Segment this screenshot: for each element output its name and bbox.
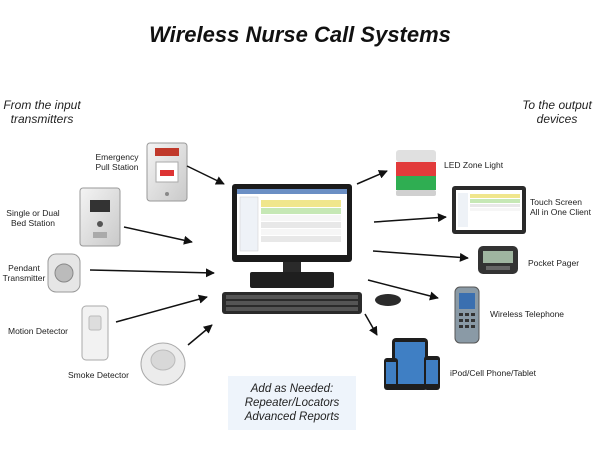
arrow-pager — [372, 250, 469, 262]
pager-icon — [478, 246, 518, 274]
pull-station-icon — [146, 142, 188, 202]
arrow-smoke-detector — [187, 324, 213, 346]
input-arrows — [89, 165, 225, 346]
add-as-needed-note: Add as Needed: Repeater/Locators Advance… — [228, 376, 356, 430]
label-emergency-pull-station: Emergency Pull Station — [95, 152, 139, 172]
tablet-phone-icon — [384, 338, 440, 390]
input-header: From the input transmitters — [3, 98, 81, 126]
arrow-led-light — [356, 170, 388, 185]
output-arrows — [356, 170, 469, 336]
smoke-detector-icon — [140, 342, 186, 386]
label-wireless-telephone: Wireless Telephone — [490, 309, 565, 319]
arrow-pull-station — [186, 165, 225, 185]
motion-detector-icon — [81, 305, 109, 361]
arrow-tablet — [364, 313, 378, 336]
bed-station-icon — [79, 187, 121, 247]
wireless-telephone-icon — [454, 286, 480, 344]
monitor-icon — [232, 184, 352, 288]
label-touch-screen: Touch Screen All in One Client — [530, 197, 591, 217]
mouse-icon — [375, 294, 401, 306]
keyboard-icon — [222, 292, 362, 314]
arrow-motion-detector — [115, 294, 208, 323]
label-smoke-detector: Smoke Detector — [68, 370, 129, 380]
pendant-icon — [47, 253, 81, 293]
arrow-pendant — [89, 268, 215, 278]
label-motion-detector: Motion Detector — [8, 326, 68, 336]
label-bed-station: Single or Dual Bed Station — [6, 208, 60, 228]
label-ipod-cell-phone-tablet: iPod/Cell Phone/Tablet — [450, 368, 537, 378]
arrow-telephone — [367, 279, 439, 301]
led-zone-light-icon — [396, 150, 436, 196]
label-led-zone-light: LED Zone Light — [444, 160, 504, 170]
arrow-touch-screen — [373, 213, 447, 223]
label-pocket-pager: Pocket Pager — [528, 258, 580, 268]
page-title: Wireless Nurse Call Systems — [149, 22, 451, 47]
arrow-bed-station — [123, 226, 193, 245]
output-header: To the output devices — [522, 98, 592, 126]
label-pendant-transmitter: Pendant Transmitter — [2, 263, 46, 283]
touch-screen-icon — [452, 186, 526, 234]
